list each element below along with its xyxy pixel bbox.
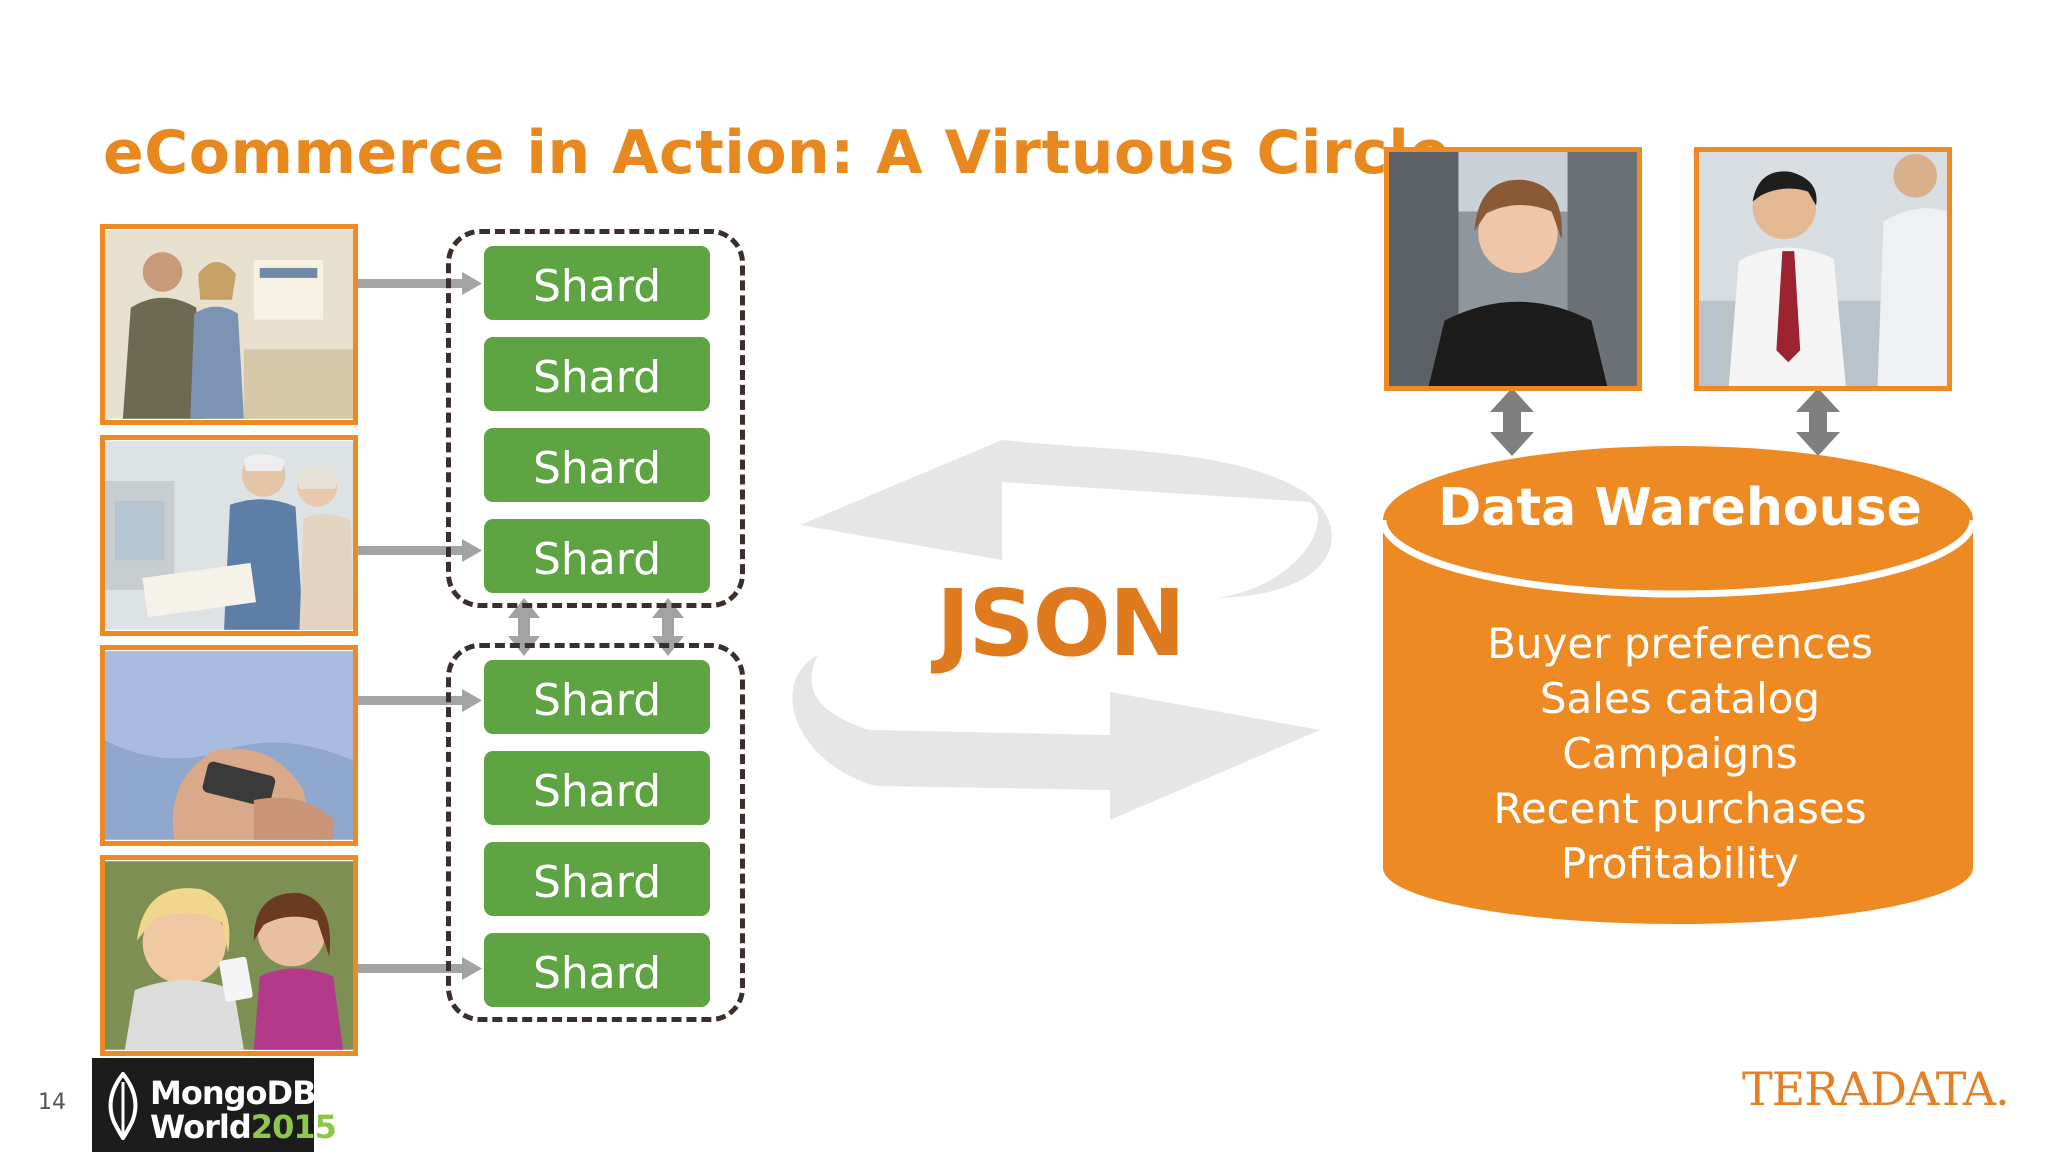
mongodb-world-wordmark: World2015 <box>150 1108 337 1146</box>
data-warehouse-list: Buyer preferences Sales catalog Campaign… <box>1385 616 1975 891</box>
woman-illustration <box>1389 152 1637 386</box>
seniors-illustration <box>105 441 353 630</box>
page-number: 14 <box>38 1090 66 1115</box>
json-label: JSON <box>936 570 1186 677</box>
customer-photo-phone <box>100 645 358 846</box>
data-warehouse-title: Data Warehouse <box>1438 478 1922 538</box>
warehouse-link-left <box>1490 388 1534 456</box>
list-item: Campaigns <box>1562 729 1798 778</box>
mongodb-leaf-icon <box>108 1072 138 1140</box>
couple-illustration <box>105 230 353 419</box>
phone-illustration <box>105 651 353 840</box>
shard-box: Shard <box>484 246 710 320</box>
shard-group-bottom <box>446 643 745 1022</box>
customer-photo-girls <box>100 855 358 1056</box>
mongodb-year-text: 2015 <box>250 1108 337 1146</box>
shard-box: Shard <box>484 337 710 411</box>
list-item: Buyer preferences <box>1487 619 1873 668</box>
data-warehouse-cylinder <box>1379 446 1977 924</box>
analyst-photo-woman <box>1384 147 1642 391</box>
list-item: Recent purchases <box>1493 784 1867 833</box>
teradata-logo: TERADATA. <box>1742 1062 2010 1116</box>
girls-illustration <box>105 861 353 1050</box>
mongodb-world-text: World <box>150 1108 252 1146</box>
warehouse-links <box>1490 388 1840 456</box>
shard-group-top <box>446 229 745 608</box>
shard-box: Shard <box>484 660 710 734</box>
shard-box: Shard <box>484 933 710 1007</box>
warehouse-link-right <box>1796 388 1840 456</box>
man-illustration <box>1699 152 1947 386</box>
slide-title: eCommerce in Action: A Virtuous Circle <box>103 118 1451 188</box>
shard-box: Shard <box>484 751 710 825</box>
list-item: Profitability <box>1560 839 1800 888</box>
analyst-photo-man <box>1694 147 1952 391</box>
cycle-arrows <box>792 440 1332 820</box>
cycle-arrow-bottom <box>792 655 1320 820</box>
customer-photo-couple <box>100 224 358 425</box>
mongodb-world-logo: MongoDB World2015 <box>92 1058 337 1152</box>
list-item: Sales catalog <box>1539 674 1821 723</box>
cycle-arrow-top <box>800 440 1332 598</box>
shard-box: Shard <box>484 428 710 502</box>
customer-photo-seniors <box>100 435 358 636</box>
shard-box: Shard <box>484 519 710 593</box>
mongodb-wordmark: MongoDB <box>150 1074 316 1112</box>
shard-box: Shard <box>484 842 710 916</box>
